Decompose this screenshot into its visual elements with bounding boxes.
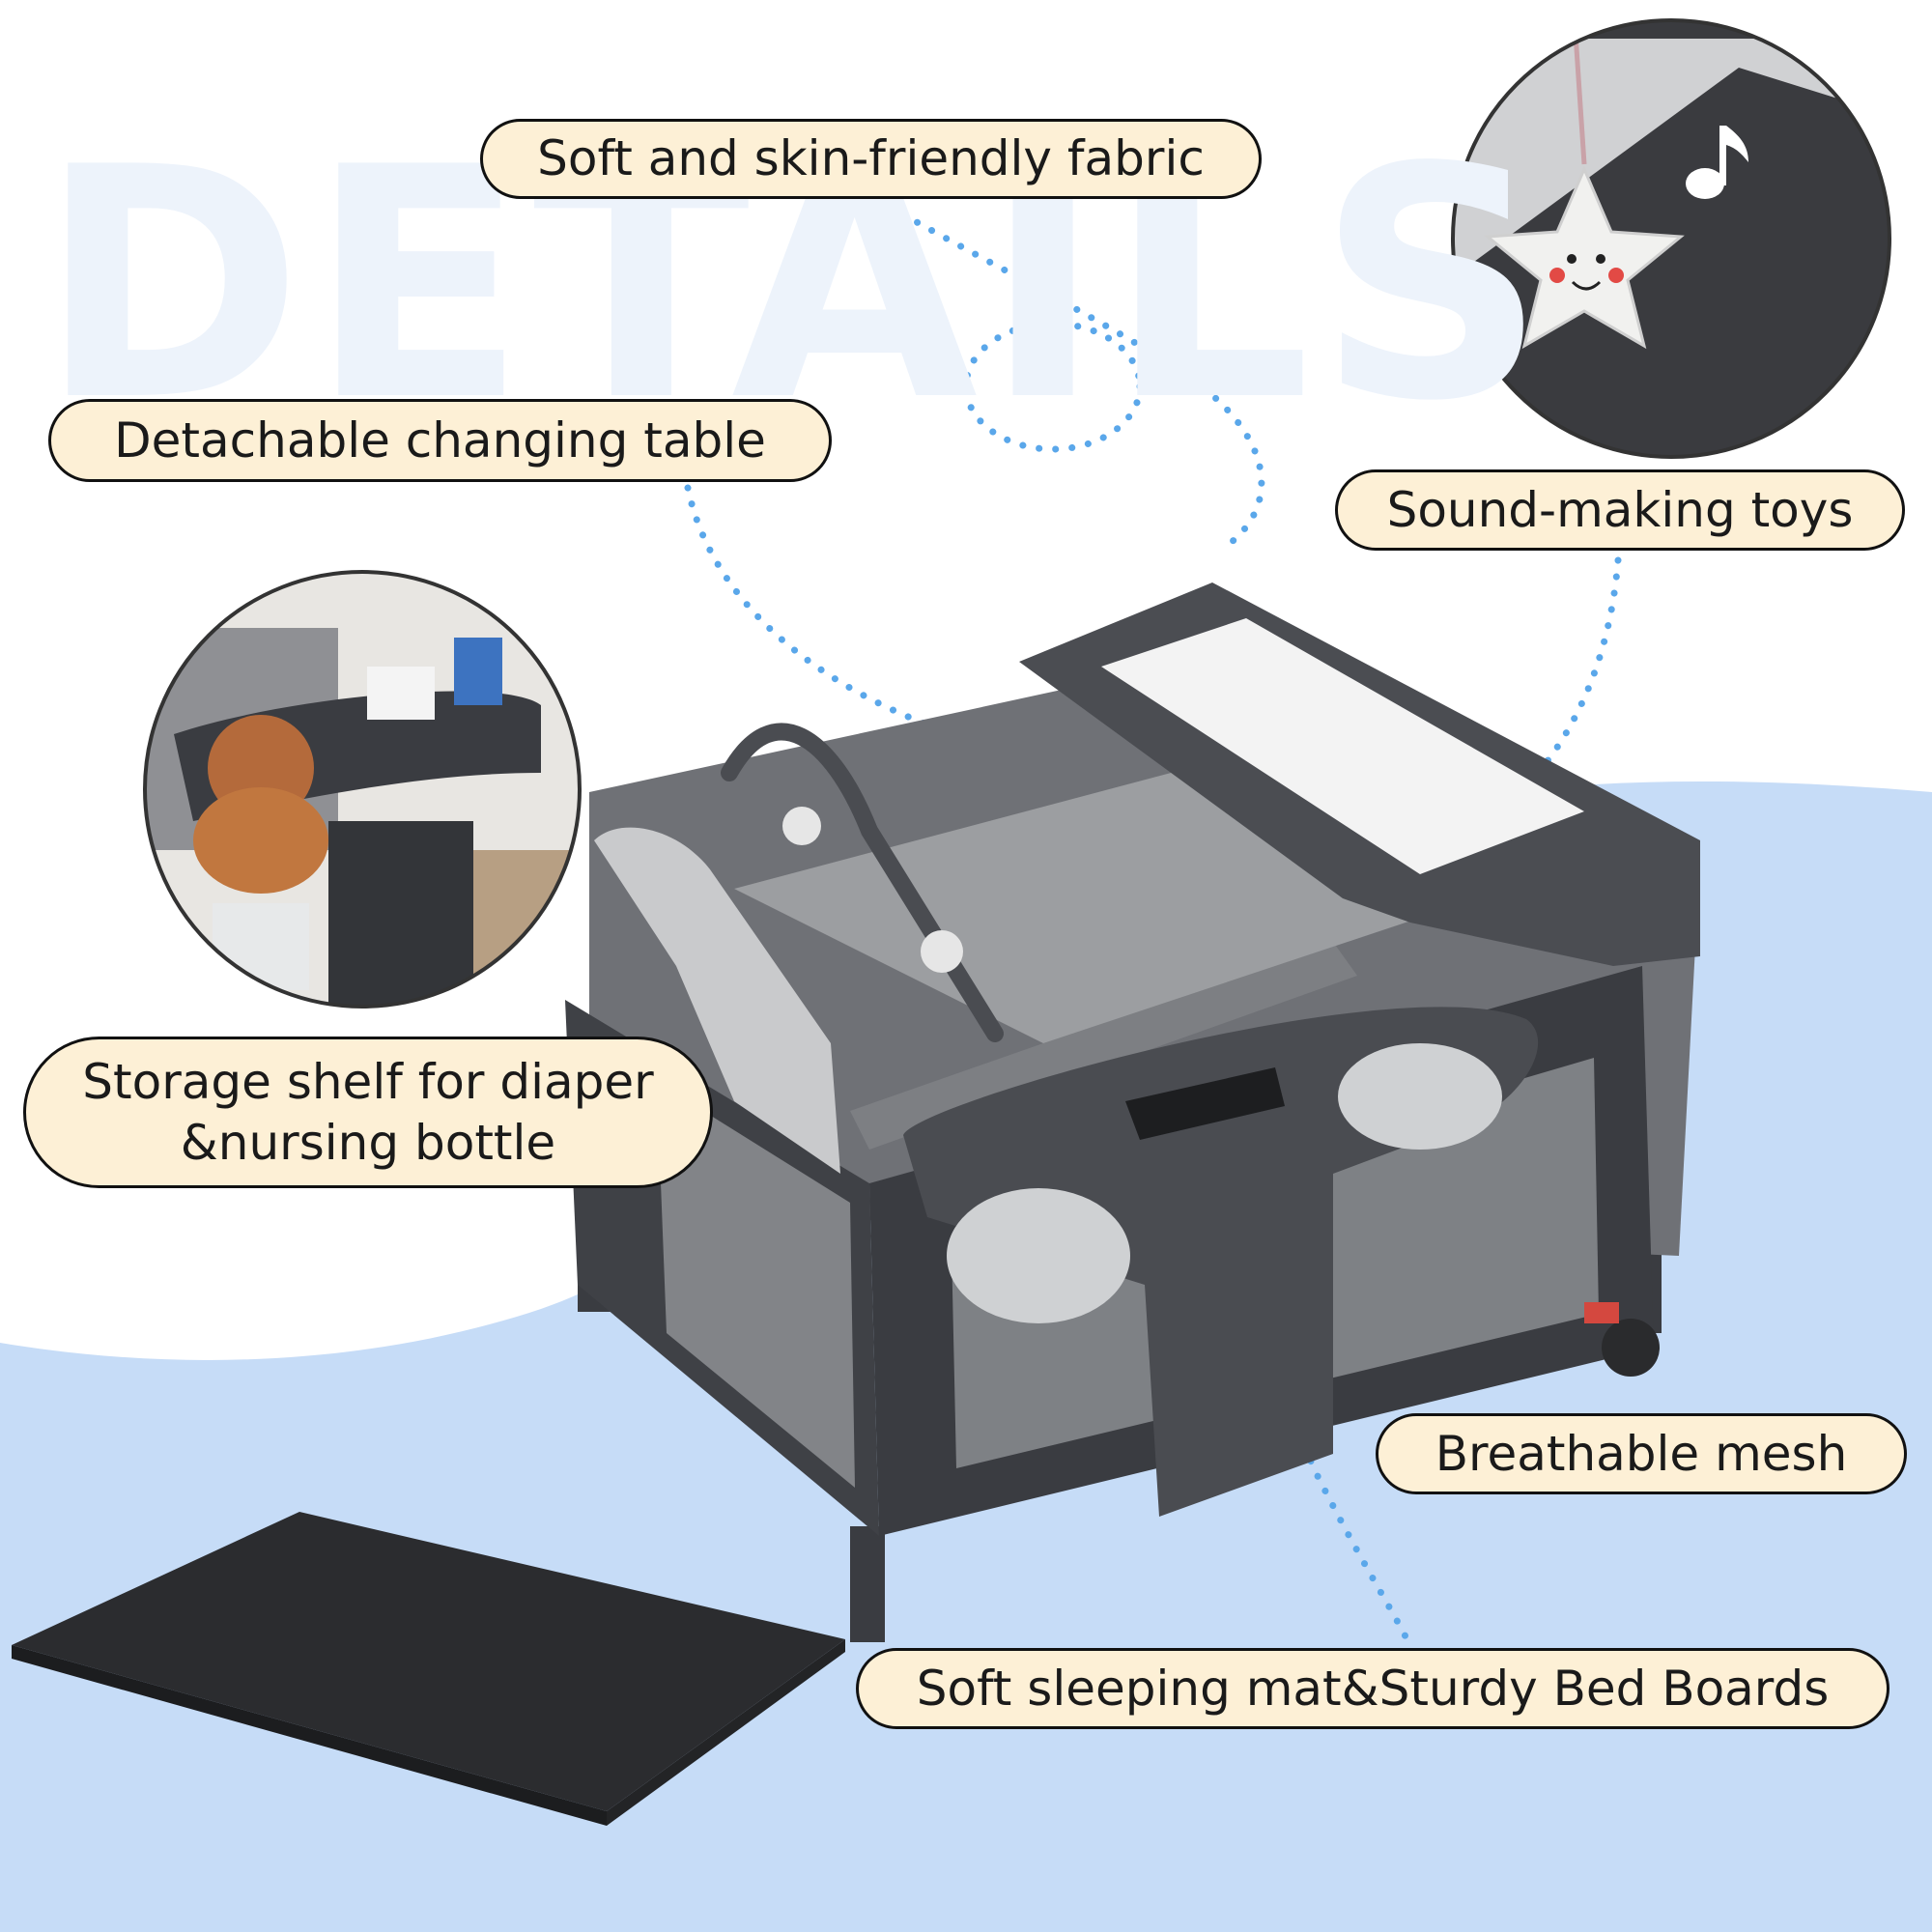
- callout-toys: Sound-making toys: [1335, 469, 1905, 551]
- playard: [565, 582, 1700, 1642]
- callout-changing-table-text: Detachable changing table: [114, 412, 766, 469]
- callout-mat-text: Soft sleeping mat&Sturdy Bed Boards: [916, 1660, 1830, 1717]
- callout-mesh: Breathable mesh: [1376, 1413, 1907, 1494]
- callout-toys-text: Sound-making toys: [1386, 481, 1854, 538]
- organizer-inset: [143, 570, 582, 1009]
- music-note-icon: [1686, 126, 1748, 199]
- callout-storage-line2: &nursing bottle: [180, 1114, 556, 1171]
- callout-storage: Storage shelf for diaper &nursing bottle: [23, 1037, 713, 1188]
- callout-changing-table: Detachable changing table: [48, 399, 832, 482]
- callout-fabric: Soft and skin-friendly fabric: [480, 119, 1262, 199]
- star-toy-inset: [1451, 18, 1891, 459]
- sleeping-mat: [12, 1512, 845, 1826]
- connector-fabric-loop: [962, 320, 1144, 453]
- callout-mesh-text: Breathable mesh: [1435, 1425, 1848, 1482]
- connector-fabric: [870, 194, 1265, 550]
- callout-storage-line1: Storage shelf for diaper: [82, 1054, 654, 1110]
- callout-fabric-text: Soft and skin-friendly fabric: [537, 130, 1205, 187]
- callout-mat: Soft sleeping mat&Sturdy Bed Boards: [856, 1648, 1889, 1729]
- star-icon: [1484, 165, 1685, 350]
